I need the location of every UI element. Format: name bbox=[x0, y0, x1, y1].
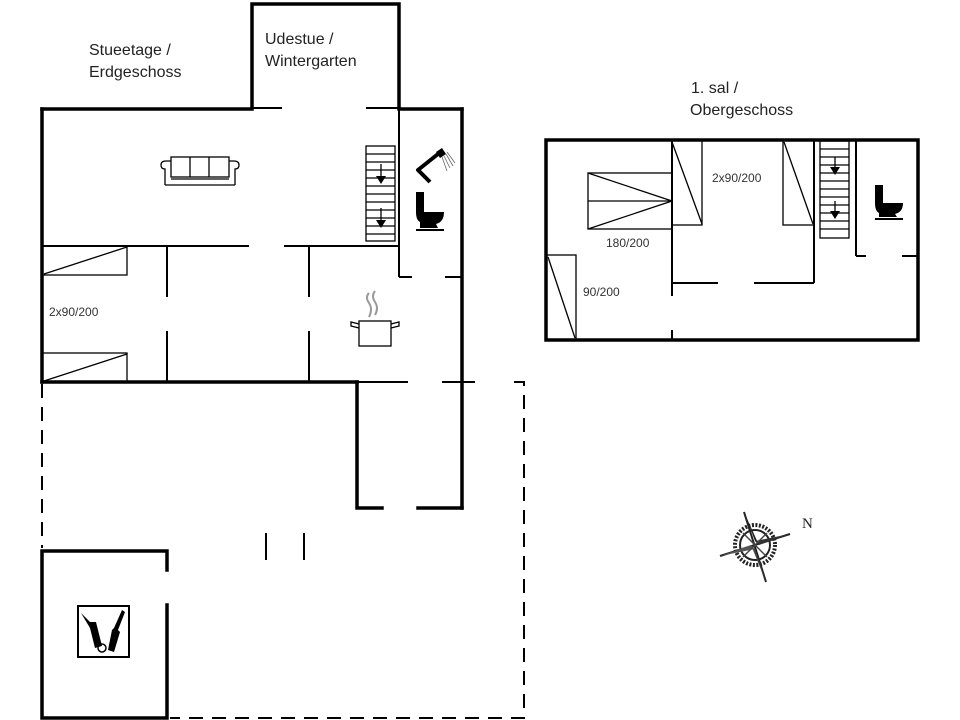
ground-floor-title-line1: Stueetage / bbox=[89, 42, 171, 59]
wintergarden-title-line1: Udestue / bbox=[265, 31, 334, 48]
ground-floor-walls bbox=[40, 2, 475, 560]
upper-floor-title-line1: 1. sal / bbox=[691, 80, 739, 97]
stairs-icon bbox=[819, 140, 850, 239]
ground-floor-title-line2: Erdgeschoss bbox=[89, 64, 182, 81]
upper-floor-walls bbox=[544, 138, 920, 342]
bed-size-upper-single: 90/200 bbox=[583, 285, 620, 299]
annex-walls bbox=[40, 549, 169, 720]
toilet-icon bbox=[875, 185, 903, 220]
utility-tools-icon bbox=[77, 605, 130, 658]
upper-floor-title-line2: Obergeschoss bbox=[690, 102, 794, 119]
bed-size-upper-twin: 2x90/200 bbox=[712, 171, 762, 185]
bed-size-ground-bedroom: 2x90/200 bbox=[49, 305, 99, 319]
bed-size-upper-double: 180/200 bbox=[606, 236, 650, 250]
compass-north-label: N bbox=[802, 516, 813, 532]
cooking-pot-icon bbox=[350, 290, 400, 347]
shower-icon bbox=[416, 148, 456, 184]
upper-beds bbox=[545, 139, 815, 341]
stairs-icon bbox=[365, 145, 396, 242]
ground-beds bbox=[41, 245, 128, 383]
compass-rose-icon bbox=[719, 511, 791, 583]
terrace-outline bbox=[41, 381, 525, 719]
sofa-icon bbox=[160, 156, 240, 186]
toilet-icon bbox=[416, 192, 444, 231]
wintergarden-title-line2: Wintergarten bbox=[265, 53, 357, 70]
